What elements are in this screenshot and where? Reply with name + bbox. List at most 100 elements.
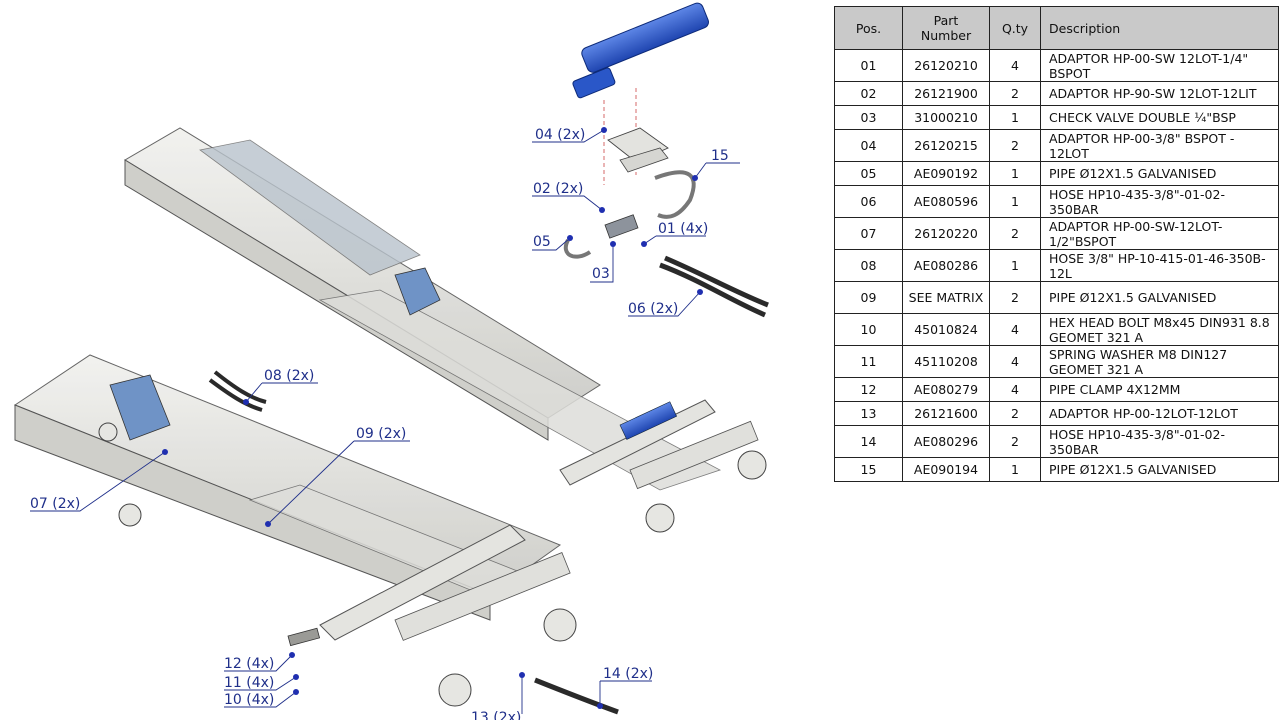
cell-pos: 04 bbox=[834, 129, 903, 162]
callout-09: 09 (2x) bbox=[356, 426, 406, 442]
header-qty: Q.ty bbox=[989, 6, 1041, 50]
cell-pos: 01 bbox=[834, 49, 903, 82]
cell-qty: 4 bbox=[989, 49, 1041, 82]
cell-pos: 14 bbox=[834, 425, 903, 458]
cell-pos: 05 bbox=[834, 161, 903, 186]
cell-pos: 02 bbox=[834, 81, 903, 106]
upper-boom-frame bbox=[124, 127, 767, 533]
cell-pos: 15 bbox=[834, 457, 903, 482]
cell-part-number: 26120220 bbox=[902, 217, 990, 250]
callout-04: 04 (2x) bbox=[535, 127, 585, 143]
cell-part-number: SEE MATRIX bbox=[902, 281, 990, 314]
header-part-number: Part Number bbox=[902, 6, 990, 50]
cell-qty: 1 bbox=[989, 161, 1041, 186]
cell-qty: 4 bbox=[989, 345, 1041, 378]
exploded-assembly-drawing: 04 (2x) 02 (2x) 15 05 01 (4x) 03 06 (2x)… bbox=[13, 2, 769, 720]
callout-15: 15 bbox=[711, 148, 729, 164]
cell-description: PIPE Ø12X1.5 GALVANISED bbox=[1040, 457, 1279, 482]
cell-description: PIPE Ø12X1.5 GALVANISED bbox=[1040, 281, 1279, 314]
cell-part-number: AE080279 bbox=[902, 377, 990, 402]
lower-boom-frame bbox=[13, 354, 619, 715]
cell-qty: 1 bbox=[989, 457, 1041, 482]
cell-description: PIPE Ø12X1.5 GALVANISED bbox=[1040, 161, 1279, 186]
callout-12: 12 (4x) bbox=[224, 656, 274, 672]
cell-qty: 2 bbox=[989, 281, 1041, 314]
callout-leaders bbox=[30, 127, 740, 714]
cell-pos: 10 bbox=[834, 313, 903, 346]
header-pos: Pos. bbox=[834, 6, 903, 50]
cell-description: ADAPTOR HP-00-12LOT-12LOT bbox=[1040, 401, 1279, 426]
cell-qty: 1 bbox=[989, 105, 1041, 130]
cell-qty: 2 bbox=[989, 81, 1041, 106]
callout-01: 01 (4x) bbox=[658, 221, 708, 237]
cell-description: HOSE HP10-435-3/8"-01-02-350BAR bbox=[1040, 425, 1279, 458]
callout-13: 13 (2x) bbox=[471, 710, 521, 720]
cell-part-number: 26120210 bbox=[902, 49, 990, 82]
cell-pos: 13 bbox=[834, 401, 903, 426]
cell-part-number: 26121900 bbox=[902, 81, 990, 106]
cell-description: SPRING WASHER M8 DIN127 GEOMET 321 A bbox=[1040, 345, 1279, 378]
callout-02: 02 (2x) bbox=[533, 181, 583, 197]
callout-06: 06 (2x) bbox=[628, 301, 678, 317]
cell-description: ADAPTOR HP-00-3/8" BSPOT - 12LOT bbox=[1040, 129, 1279, 162]
header-description: Description bbox=[1040, 6, 1279, 50]
callout-05: 05 bbox=[533, 234, 551, 250]
cell-qty: 2 bbox=[989, 129, 1041, 162]
cell-qty: 2 bbox=[989, 401, 1041, 426]
cell-description: HEX HEAD BOLT M8x45 DIN931 8.8 GEOMET 32… bbox=[1040, 313, 1279, 346]
cell-description: CHECK VALVE DOUBLE ¼"BSP bbox=[1040, 105, 1279, 130]
cell-part-number: 31000210 bbox=[902, 105, 990, 130]
cell-qty: 1 bbox=[989, 185, 1041, 218]
callout-07: 07 (2x) bbox=[30, 496, 80, 512]
cell-pos: 08 bbox=[834, 249, 903, 282]
cell-description: ADAPTOR HP-00-SW-12LOT-1/2"BSPOT bbox=[1040, 217, 1279, 250]
cell-part-number: 45010824 bbox=[902, 313, 990, 346]
cell-pos: 11 bbox=[834, 345, 903, 378]
cell-part-number: AE090194 bbox=[902, 457, 990, 482]
callout-10: 10 (4x) bbox=[224, 692, 274, 708]
cell-pos: 03 bbox=[834, 105, 903, 130]
callout-14: 14 (2x) bbox=[603, 666, 653, 682]
cell-qty: 2 bbox=[989, 217, 1041, 250]
cell-part-number: 26120215 bbox=[902, 129, 990, 162]
cell-pos: 06 bbox=[834, 185, 903, 218]
callout-03: 03 bbox=[592, 266, 610, 282]
cell-qty: 2 bbox=[989, 425, 1041, 458]
cell-part-number: 26121600 bbox=[902, 401, 990, 426]
cell-pos: 12 bbox=[834, 377, 903, 402]
cell-qty: 1 bbox=[989, 249, 1041, 282]
cell-description: HOSE 3/8" HP-10-415-01-46-350B-12L bbox=[1040, 249, 1279, 282]
cell-description: ADAPTOR HP-90-SW 12LOT-12LIT bbox=[1040, 81, 1279, 106]
cell-description: ADAPTOR HP-00-SW 12LOT-1/4" BSPOT bbox=[1040, 49, 1279, 82]
cell-part-number: AE090192 bbox=[902, 161, 990, 186]
exploded-valve-bracket bbox=[563, 127, 769, 318]
table-header-row: Pos. Part Number Q.ty Description bbox=[834, 6, 1279, 50]
cell-part-number: AE080296 bbox=[902, 425, 990, 458]
cell-pos: 07 bbox=[834, 217, 903, 250]
callout-11: 11 (4x) bbox=[224, 675, 274, 691]
cell-pos: 09 bbox=[834, 281, 903, 314]
cell-part-number: AE080596 bbox=[902, 185, 990, 218]
cell-part-number: AE080286 bbox=[902, 249, 990, 282]
callout-08: 08 (2x) bbox=[264, 368, 314, 384]
cell-part-number: 45110208 bbox=[902, 345, 990, 378]
cell-qty: 4 bbox=[989, 313, 1041, 346]
cell-description: PIPE CLAMP 4X12MM bbox=[1040, 377, 1279, 402]
cell-qty: 4 bbox=[989, 377, 1041, 402]
exploded-cylinder bbox=[572, 2, 709, 185]
cell-description: HOSE HP10-435-3/8"-01-02-350BAR bbox=[1040, 185, 1279, 218]
